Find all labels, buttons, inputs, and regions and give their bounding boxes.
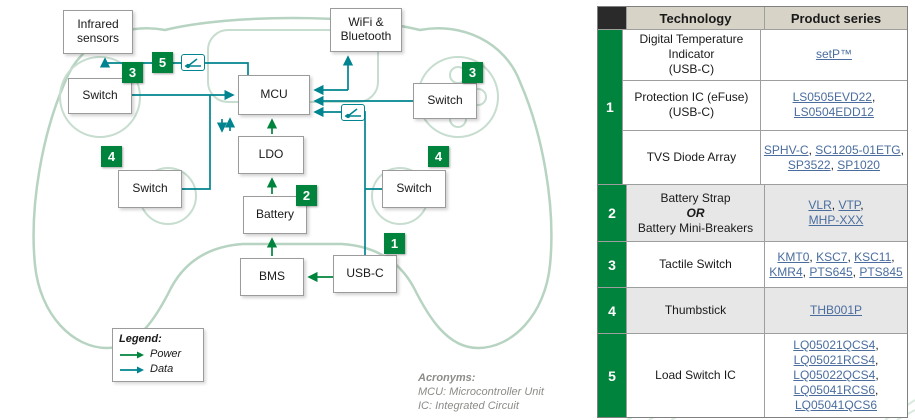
block-usb-c: USB-C [333, 255, 397, 293]
badge-usb-c: 1 [384, 233, 405, 254]
product-link[interactable]: SPHV-C [763, 142, 809, 157]
product-link[interactable]: KMR4 [769, 264, 803, 279]
technology-cell: Digital Temperature Indicator (USB-C) [621, 30, 760, 80]
product-series-cell: setP™ [759, 30, 907, 80]
product-link[interactable]: VTP [838, 198, 861, 212]
technology-cell: Tactile Switch [626, 242, 764, 287]
technology-cell: Thumbstick [626, 288, 764, 333]
load-switch-icon [181, 54, 205, 71]
product-link[interactable]: LS0505EVD22 [792, 90, 872, 105]
block-bms: BMS [240, 258, 304, 296]
badge-tactile-switch-left: 3 [122, 62, 143, 83]
legend-title: Legend: [119, 333, 162, 345]
table-row: Protection IC (eFuse) (USB-C)LS0505EVD22… [621, 79, 907, 130]
load-switch-icon [341, 104, 365, 121]
table-row: Thumbstick THB001P [626, 288, 907, 333]
badge-battery: 2 [296, 185, 317, 206]
legend-box: Legend: Power Data [112, 328, 204, 382]
product-series-cell: LQ05021QCS4,LQ05021RCS4,LQ05022QCS4,LQ05… [764, 334, 907, 417]
product-link[interactable]: VLR [808, 198, 832, 212]
table-corner-cell [598, 7, 626, 29]
product-link[interactable]: setP™ [815, 47, 852, 62]
badge-load-switch: 5 [152, 52, 173, 73]
product-series-cell: LS0505EVD22,LS0504EDD12 [759, 80, 907, 130]
product-link[interactable]: LQ05021RCS4 [793, 353, 876, 367]
product-link[interactable]: THB001P [809, 303, 863, 317]
product-link[interactable]: LQ05041QCS6 [794, 398, 878, 412]
product-link[interactable]: KSC7 [816, 249, 848, 264]
block-infrared-sensors: Infrared sensors [63, 10, 133, 54]
block-mcu: MCU [238, 75, 310, 115]
product-link[interactable]: KSC11 [854, 249, 892, 264]
legend-power-label: Power [150, 348, 182, 360]
product-series-cell: VLR, VTP,MHP-XXX [764, 185, 907, 241]
legend-data-label: Data [150, 363, 174, 375]
table-row: Digital Temperature Indicator (USB-C) set… [621, 30, 907, 80]
block-switch-mid-right: Switch [382, 170, 446, 208]
data-arrow-icon [120, 366, 144, 373]
acronym-line: IC: Integrated Circuit [418, 399, 519, 412]
product-link[interactable]: LS0504EDD12 [793, 105, 874, 120]
block-wifi-bluetooth: WiFi & Bluetooth [330, 8, 402, 52]
table-header-row: Technology Product series [598, 7, 907, 30]
header-technology: Technology [626, 7, 764, 29]
product-link[interactable]: PTS645 [809, 264, 853, 279]
row-number-cell: 5 [598, 334, 626, 417]
acronyms-title: Acronyms: [418, 372, 476, 384]
product-link[interactable]: LQ05022QCS4 [793, 368, 876, 382]
row-number-cell: 3 [598, 242, 626, 287]
block-ldo: LDO [238, 136, 304, 174]
badge-tactile-switch-right: 3 [462, 62, 483, 83]
row-number-cell: 2 [598, 185, 626, 241]
block-switch-mid-left: Switch [118, 170, 182, 208]
technology-cell: TVS Diode Array [621, 131, 760, 184]
acronyms-note: Acronyms: MCU: Microcontroller Unit IC: … [418, 372, 544, 413]
product-link[interactable]: KMT0 [777, 249, 810, 264]
product-link[interactable]: SP1020 [837, 157, 880, 172]
power-arrow-icon [120, 351, 144, 358]
product-series-cell: KMT0, KSC7, KSC11,KMR4, PTS645, PTS845 [764, 242, 907, 287]
product-link[interactable]: MHP-XXX [808, 213, 864, 227]
product-link[interactable]: SP3522 [787, 157, 831, 172]
product-series-cell: THB001P [764, 288, 907, 333]
product-link[interactable]: PTS845 [859, 264, 903, 279]
product-series-cell: SPHV-C, SC1205-01ETG,SP3522, SP1020 [759, 131, 907, 184]
acronym-line: MCU: Microcontroller Unit [418, 385, 544, 398]
block-switch-top-left: Switch [68, 78, 132, 114]
header-product-series: Product series [764, 7, 907, 29]
product-link[interactable]: LQ05021QCS4 [793, 338, 876, 352]
product-link[interactable]: SC1205-01ETG [815, 142, 901, 157]
technology-cell: Protection IC (eFuse) (USB-C) [621, 80, 760, 130]
technology-cell: Load Switch IC [626, 334, 764, 417]
block-switch-top-right: Switch [413, 83, 477, 119]
badge-thumbstick-right: 4 [428, 146, 449, 167]
product-link[interactable]: LQ05041RCS6 [793, 383, 876, 397]
row-number-cell: 1 [598, 30, 622, 184]
badge-thumbstick-left: 4 [101, 146, 122, 167]
row-number-cell: 4 [598, 288, 626, 333]
